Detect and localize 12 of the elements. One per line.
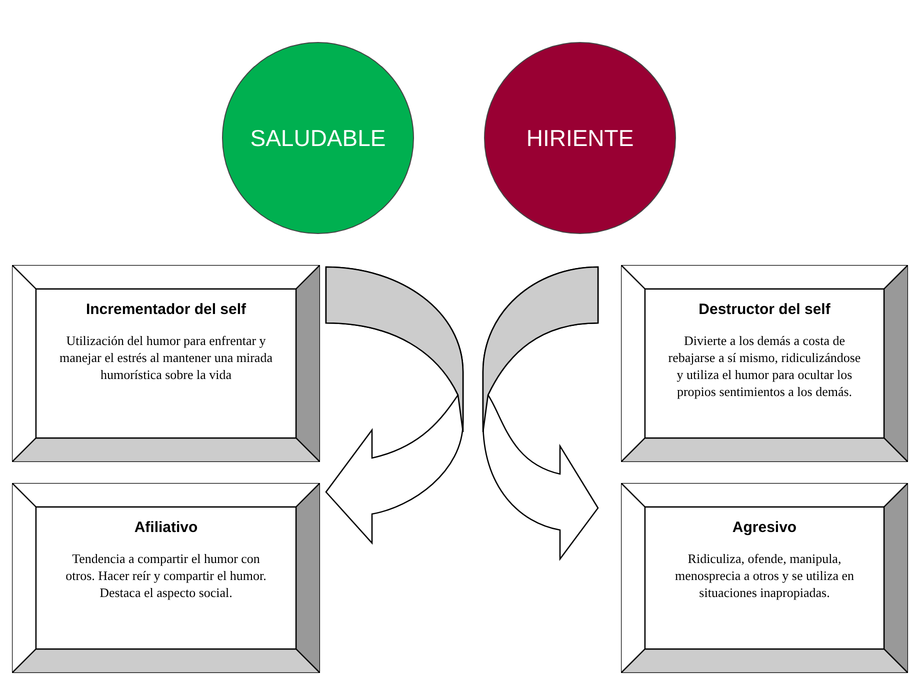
curved-arrow — [325, 266, 464, 544]
box-heading: Destructor del self — [698, 301, 830, 318]
box-description: Ridiculiza, ofende, manipula, menosprecia a otros y se utiliza en situaciones inapropiadas. — [674, 550, 856, 601]
box-heading: Afiliativo — [134, 519, 198, 536]
circle-label: HIRIENTE — [526, 124, 634, 152]
box-heading: Incrementador del self — [86, 301, 246, 318]
box-description: Divierte a los demás a costa de rebajarse a sí mismo, ridiculizándose y utiliza el humor para ocultar los propios sentimientos a los demás. — [667, 332, 862, 400]
box-description: Tendencia a compartir el humor con otros. Hacer reír y compartir el humor. Destaca el aspecto social. — [64, 550, 268, 601]
circle-label: SALUDABLE — [250, 124, 386, 152]
box-heading: Agresivo — [732, 519, 797, 536]
curved-arrow — [482, 266, 599, 560]
box-description: Utilización del humor para enfrentar y manejar el estrés al mantener una mirada humorística sobre la vida — [58, 332, 274, 383]
